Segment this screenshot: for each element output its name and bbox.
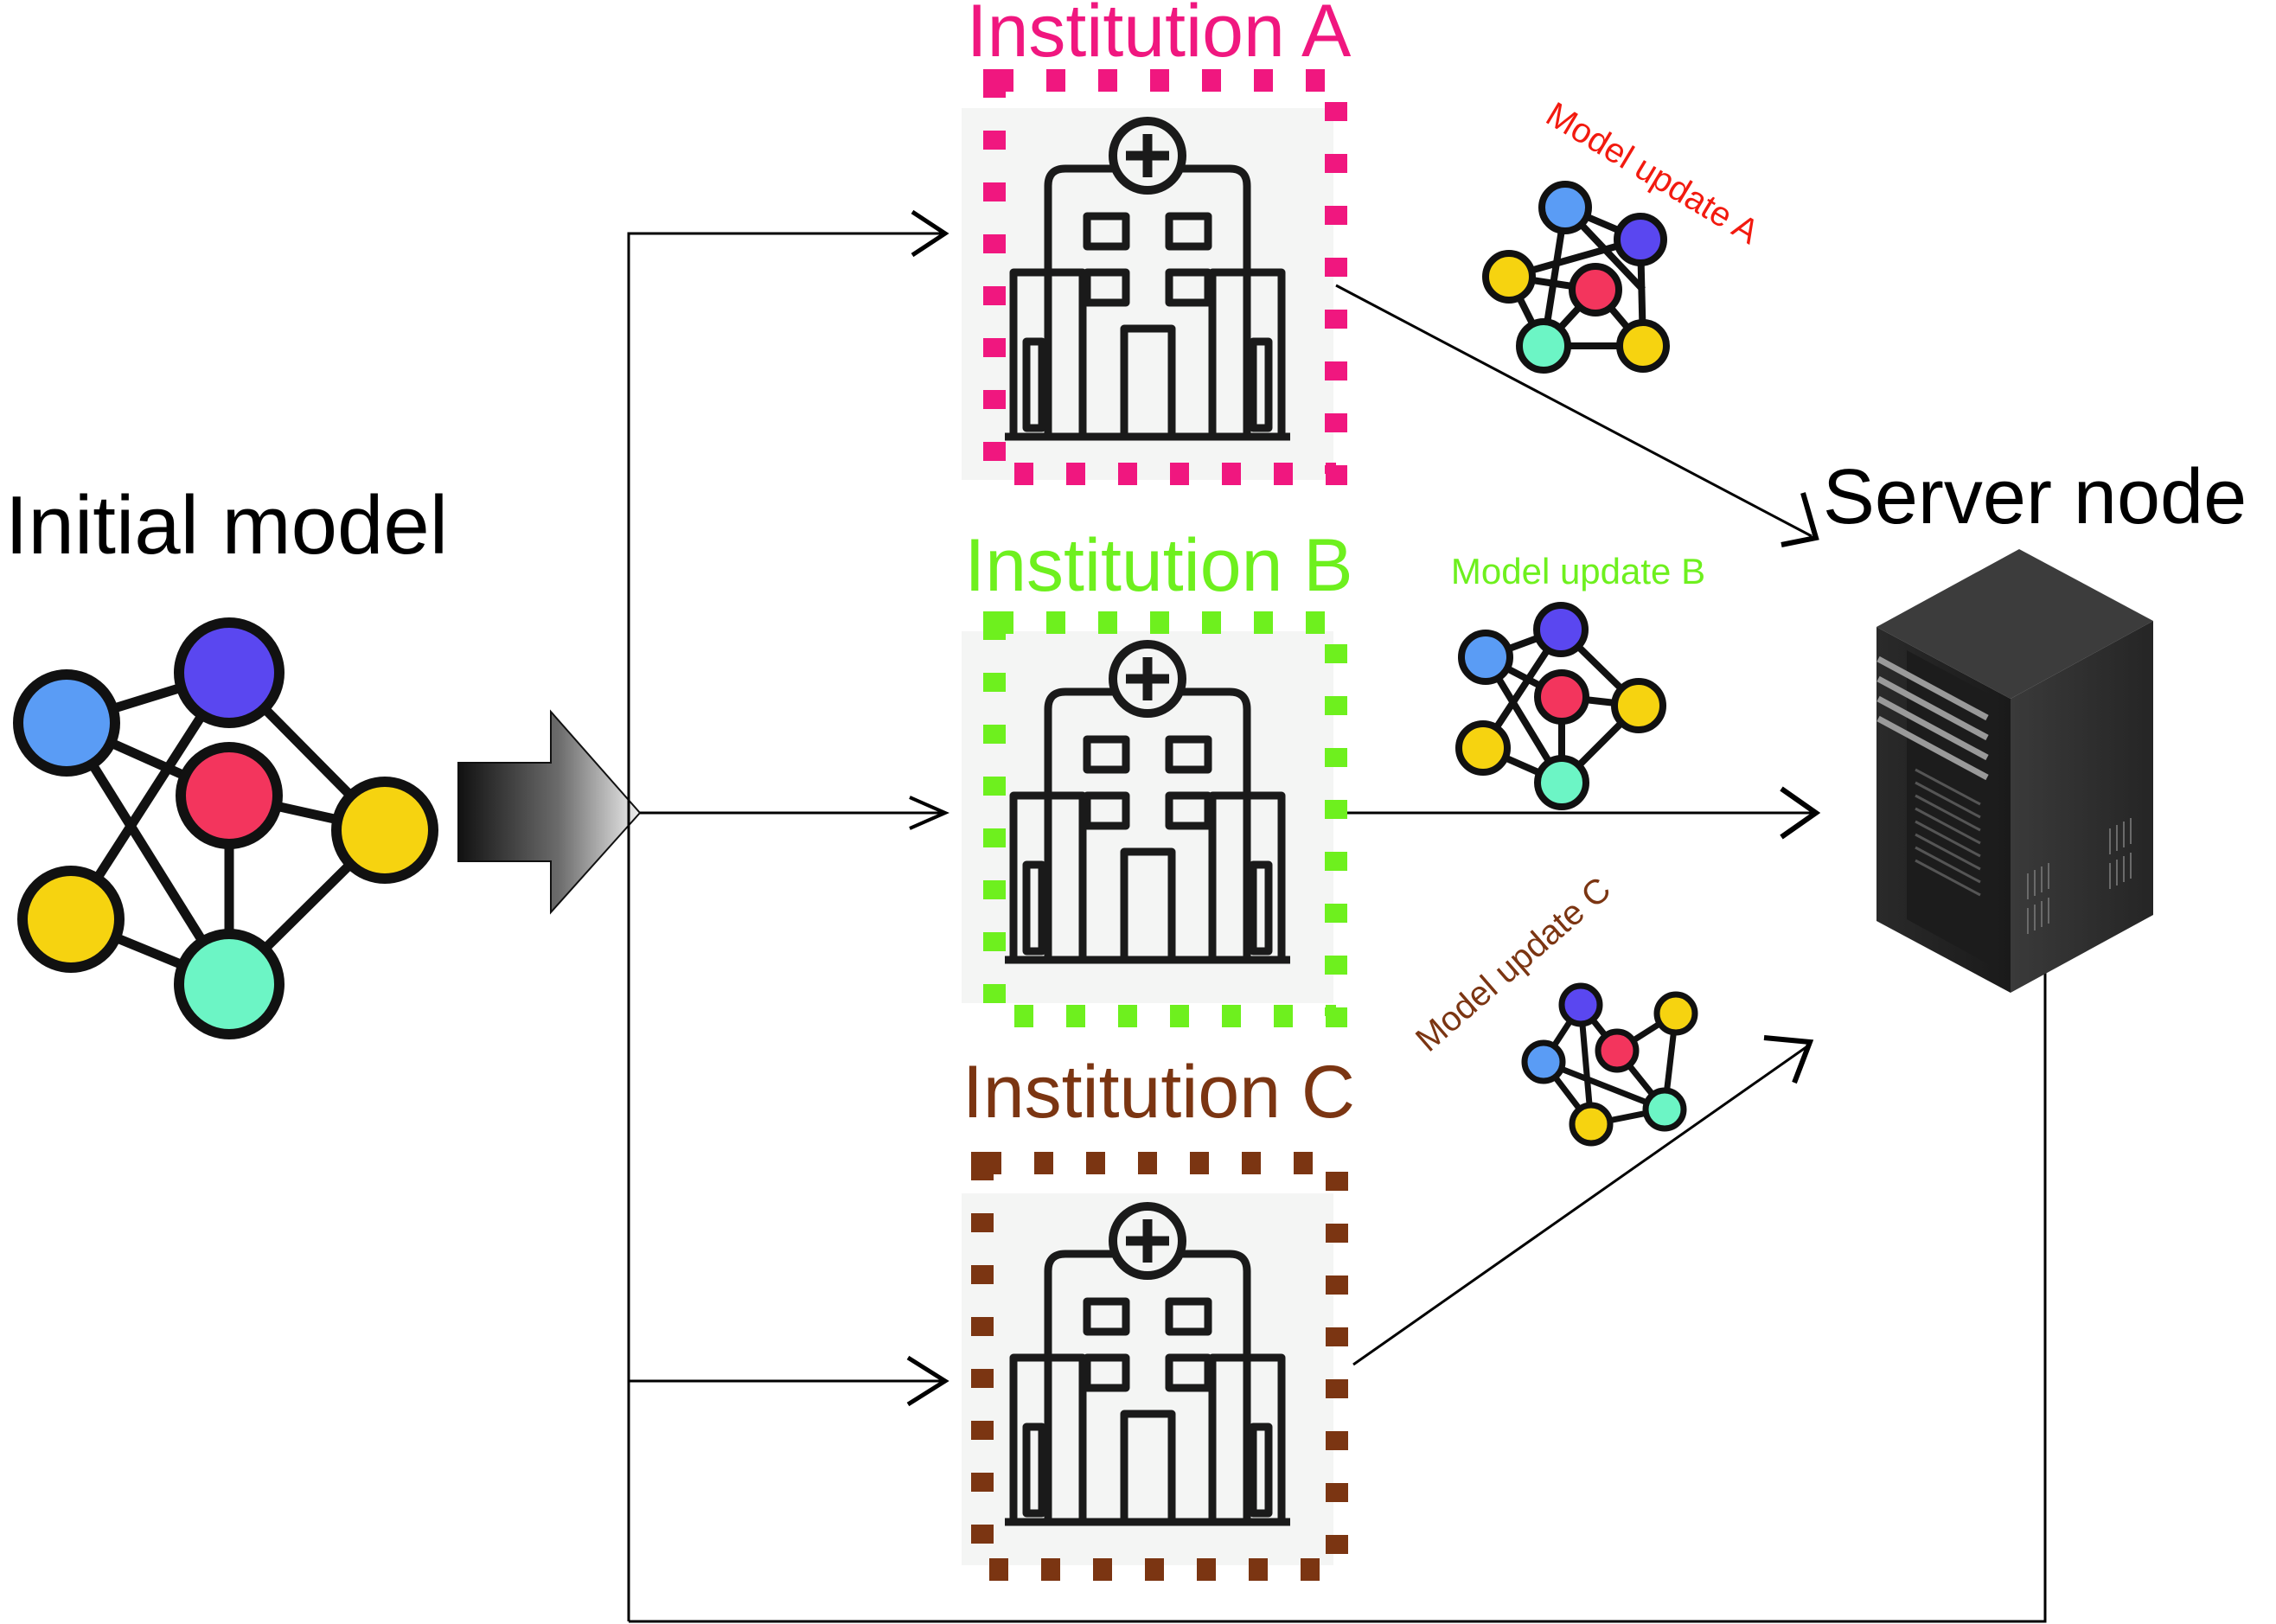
institution-a-label: Institution A bbox=[967, 0, 1352, 73]
distribution-lines bbox=[627, 209, 2047, 1623]
institution-c-box bbox=[962, 1152, 1348, 1581]
institution-c-label: Institution C bbox=[962, 1051, 1355, 1134]
server-icon bbox=[1876, 549, 2153, 993]
server-node-label: Server node bbox=[1823, 454, 2247, 540]
block-arrow-icon bbox=[457, 709, 642, 915]
institution-b-label: Institution B bbox=[964, 524, 1352, 607]
model-update-b-network-icon bbox=[1455, 602, 1666, 810]
initial-model-label: Initial model bbox=[5, 479, 448, 572]
model-update-c-label: Model update C bbox=[1409, 870, 1618, 1058]
model-update-c-network-icon bbox=[1521, 982, 1698, 1147]
model-update-b-label: Model update B bbox=[1451, 551, 1705, 591]
institution-a-box bbox=[962, 69, 1347, 485]
initial-model-network-icon bbox=[13, 617, 438, 1039]
model-update-a-network-icon bbox=[1482, 181, 1670, 374]
update-lines bbox=[1332, 284, 1821, 1366]
institution-b-box bbox=[962, 611, 1347, 1027]
